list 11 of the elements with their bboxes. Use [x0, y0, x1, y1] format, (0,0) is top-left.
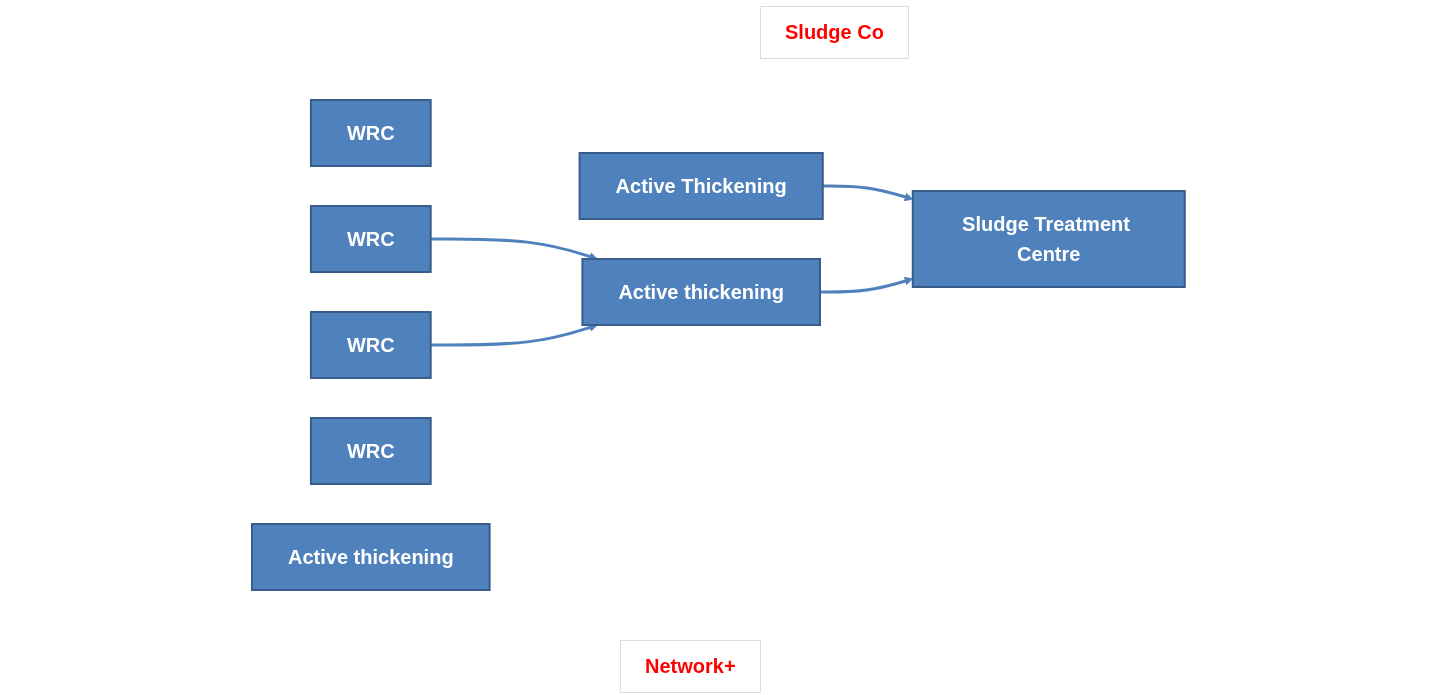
- arrow: [430, 237, 598, 261]
- node-box: Active thickening: [581, 258, 822, 326]
- node-box: Active thickening: [251, 523, 491, 591]
- node-box: Active Thickening: [578, 152, 824, 220]
- node-box: Sludge Treatment Centre: [911, 190, 1186, 288]
- node-box: WRC: [310, 417, 432, 485]
- node-box: WRC: [310, 205, 432, 273]
- region-label: Sludge Co: [760, 6, 909, 59]
- node-box: WRC: [310, 99, 432, 167]
- node-box: WRC: [310, 311, 432, 379]
- region-label: Network+: [620, 640, 761, 693]
